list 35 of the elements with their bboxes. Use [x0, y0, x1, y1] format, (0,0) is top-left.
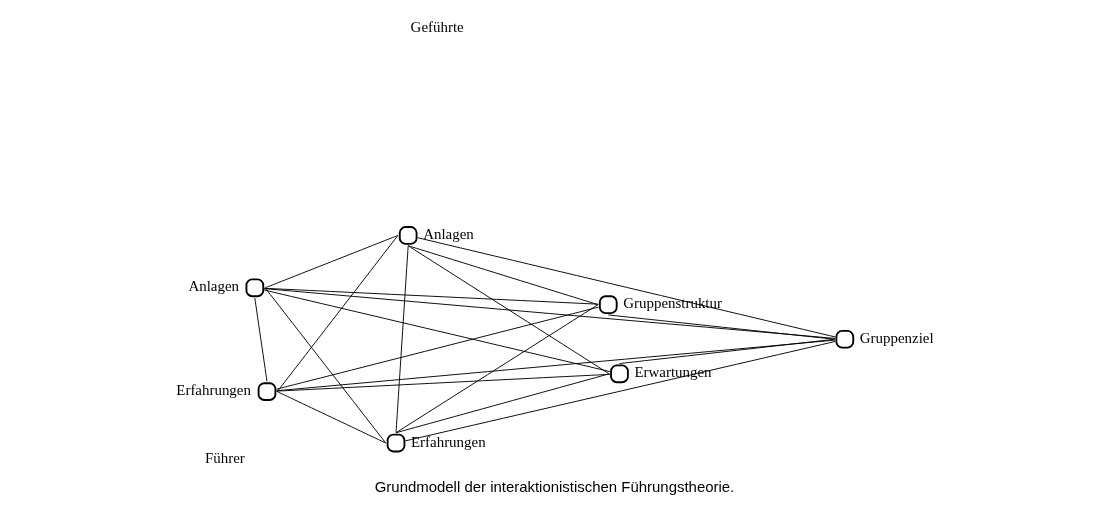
- label: Führer: [205, 450, 245, 467]
- node-label: Anlagen: [188, 278, 240, 295]
- connector: [395, 373, 610, 434]
- connector: [417, 237, 836, 338]
- connector: [607, 314, 835, 340]
- node-circle: [257, 382, 277, 401]
- node-label: Erfahrungen: [410, 433, 486, 450]
- connector: [276, 339, 836, 392]
- node-circle: [835, 329, 855, 349]
- connector: [263, 289, 611, 373]
- node-circle: [610, 364, 629, 384]
- caption: Grundmodell der interaktionistischen Führungstheorie.: [374, 478, 735, 496]
- connector: [395, 304, 599, 434]
- node-label: Anlagen: [423, 226, 474, 243]
- node-circle: [398, 226, 418, 245]
- node-circle: [245, 278, 265, 298]
- connector: [264, 235, 399, 289]
- node-label: Erwartungen: [634, 364, 712, 381]
- label: Geführte: [410, 19, 464, 36]
- connector: [254, 297, 268, 382]
- connector: [407, 245, 599, 306]
- connector: [395, 245, 409, 434]
- node-circle: [386, 433, 406, 453]
- node-label: Erfahrungen: [176, 382, 251, 399]
- node-circle: [598, 295, 618, 314]
- connector: [404, 341, 836, 442]
- connector: [276, 391, 387, 444]
- connector: [276, 235, 399, 393]
- connector: [276, 306, 600, 390]
- connector: [263, 288, 836, 339]
- node-label: Gruppenziel: [859, 329, 934, 346]
- connector: [407, 245, 610, 375]
- connector: [275, 373, 611, 392]
- connector: [264, 287, 387, 444]
- connector: [619, 338, 835, 365]
